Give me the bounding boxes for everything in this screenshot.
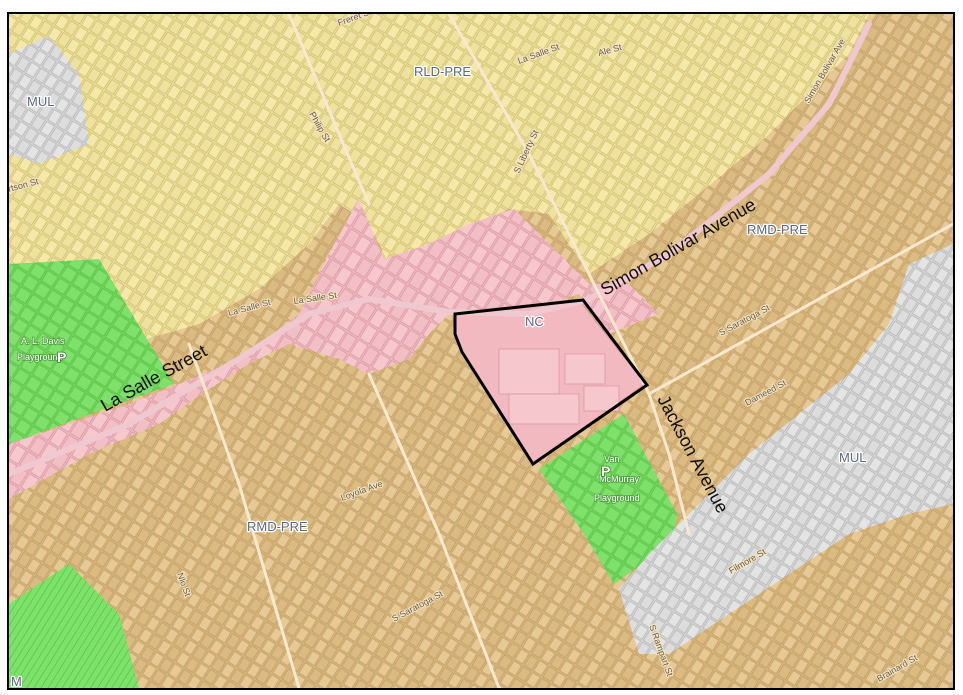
site-boundary[interactable] bbox=[453, 298, 650, 467]
zone-label-m: M bbox=[11, 674, 22, 688]
park-al-davis-parking-icon: P bbox=[57, 349, 66, 365]
zone-label-mul-west: MUL bbox=[27, 94, 54, 109]
zone-label-rmd-pre-south: RMD-PRE bbox=[247, 519, 308, 534]
zoning-map[interactable]: RLD-PRE RMD-PRE RMD-PRE NC MUL MUL M La … bbox=[7, 12, 955, 690]
van-mcmurray-park bbox=[539, 414, 677, 584]
park-van-mcmurray-line1: Van bbox=[604, 454, 619, 464]
major-streets bbox=[9, 14, 953, 688]
park-van-mcmurray-parking-icon: P bbox=[601, 463, 610, 479]
zone-label-mul-east: MUL bbox=[839, 450, 866, 465]
zone-label-rld-pre: RLD-PRE bbox=[414, 64, 471, 79]
park-van-mcmurray-line3: Playground bbox=[594, 493, 640, 503]
zone-label-nc: NC bbox=[525, 314, 544, 329]
zone-label-rmd-pre-north: RMD-PRE bbox=[747, 222, 808, 237]
park-al-davis-line2: Playground bbox=[17, 352, 63, 362]
mul-west-zone bbox=[9, 36, 89, 164]
park-al-davis-line1: A. L. Davis bbox=[21, 336, 65, 346]
nc-zone bbox=[9, 199, 659, 499]
al-davis-park bbox=[9, 259, 174, 444]
mul-east-zone bbox=[619, 244, 953, 654]
south-west-park bbox=[9, 564, 139, 688]
rld-zone bbox=[9, 14, 869, 394]
park-van-mcmurray-line2: McMurray bbox=[599, 474, 639, 484]
